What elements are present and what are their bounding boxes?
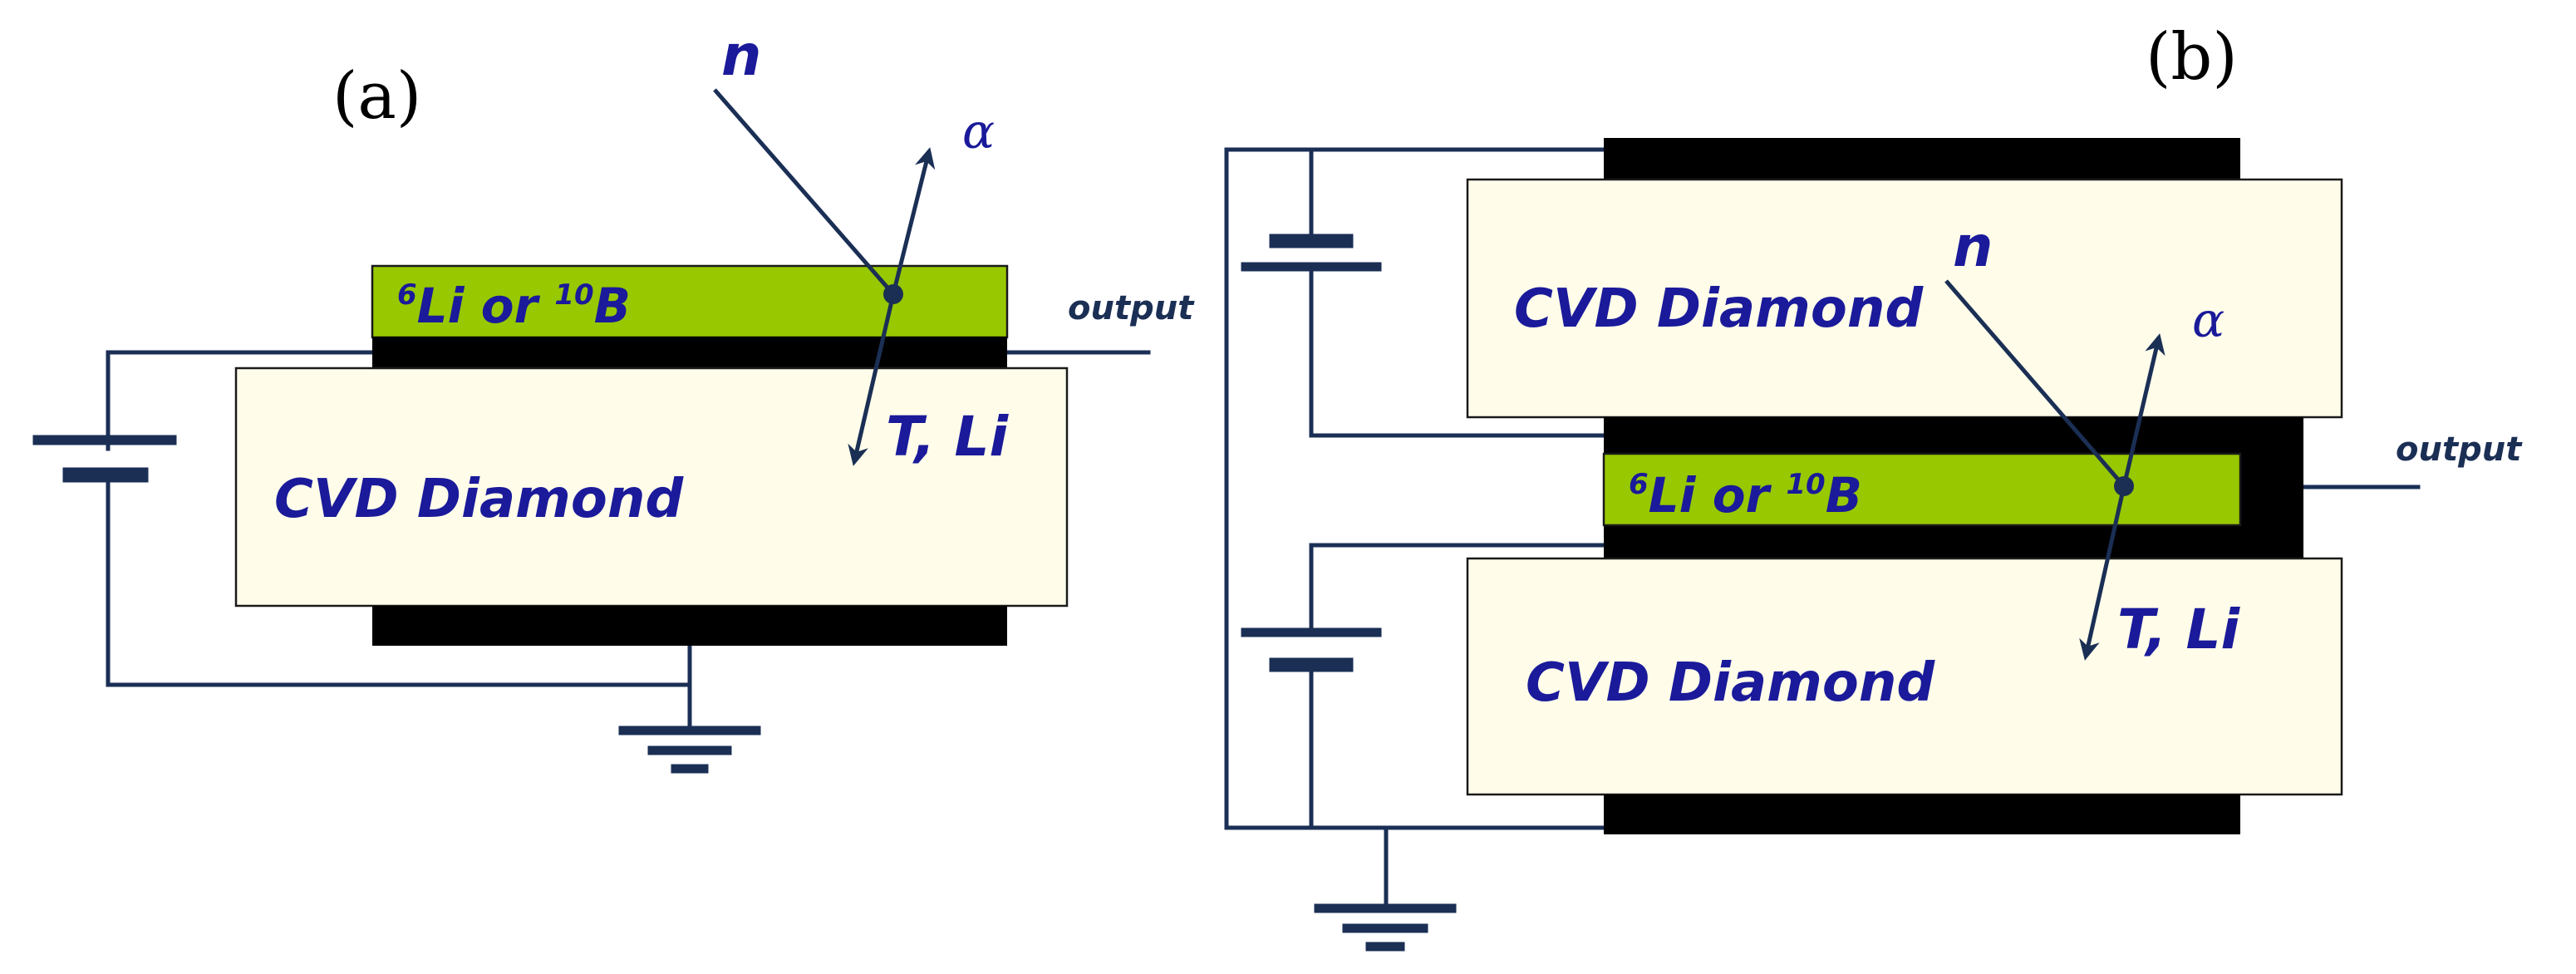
- panel-b-bottom-electrode: [1604, 794, 2240, 834]
- panel-b-diamond-bottom: [1466, 557, 2343, 796]
- panel-a-alpha-arrow: [891, 147, 936, 295]
- panel-b-output-label: output: [2396, 430, 2523, 469]
- panel-a: (a) 6Li or 10B CVD Diamond n α: [32, 23, 1195, 774]
- panel-b-alpha-label: α: [2192, 292, 2225, 348]
- panel-a-output-label: output: [1068, 289, 1195, 327]
- panel-b-converter-label: 6Li or 10B: [1629, 467, 1862, 524]
- panel-b-bottom-battery-icon: [1241, 627, 1382, 672]
- panel-b: (b) CVD Diamond 6L: [1224, 20, 2523, 952]
- panel-b-top-battery-icon: [1241, 234, 1382, 272]
- panel-a-label: (a): [332, 59, 421, 134]
- panel-b-ground-icon: [1314, 903, 1457, 952]
- panel-a-converter-label: 6Li or 10B: [397, 278, 631, 334]
- panel-a-ground-icon: [618, 726, 761, 774]
- panel-a-alpha-label: α: [962, 103, 995, 160]
- panel-a-bottom-electrode: [372, 606, 1007, 646]
- panel-a-battery-icon: [32, 435, 177, 483]
- panel-b-neutron-track: [1944, 279, 2126, 488]
- panel-b-diamond-top: [1466, 178, 2343, 419]
- panel-b-diamond-bottom-label: CVD Diamond: [1526, 652, 1935, 714]
- panel-b-outer-wire: [1224, 147, 1606, 830]
- panel-b-neutron-label: n: [1953, 214, 1993, 280]
- panel-a-bias-wire-bottom: [106, 470, 692, 687]
- panel-b-diamond-top-label: CVD Diamond: [1514, 278, 1924, 340]
- panel-b-alpha-arrow: [2121, 333, 2166, 487]
- panel-a-reaction-point: [883, 284, 903, 304]
- panel-b-label: (b): [2146, 20, 2238, 95]
- panel-b-reaction-point: [2114, 476, 2134, 496]
- panel-a-neutron-label: n: [721, 23, 761, 89]
- panel-a-neutron-track: [713, 88, 895, 296]
- panel-b-top-battery-wire-down: [1309, 265, 1606, 438]
- panel-b-products-label: T, Li: [2117, 598, 2241, 662]
- panel-a-diamond-label: CVD Diamond: [274, 469, 684, 530]
- panel-a-top-electrode: [372, 337, 1007, 368]
- panel-b-bottom-battery-wire-up: [1309, 543, 1606, 631]
- panel-b-top-electrode: [1604, 138, 2240, 180]
- panel-a-products-arrow: [848, 293, 896, 466]
- panel-b-products-arrow: [2079, 485, 2126, 661]
- panel-a-converter-layer: [371, 264, 1009, 339]
- panel-a-bias-wire-top: [106, 350, 376, 451]
- panel-a-products-label: T, Li: [886, 405, 1010, 469]
- panel-b-converter-layer: [1602, 452, 2242, 527]
